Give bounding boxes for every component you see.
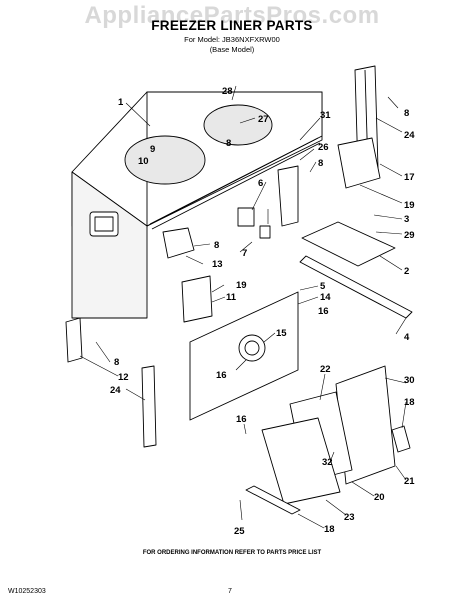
slide-rail-18-right [391, 425, 411, 453]
freezer-liner-box [71, 91, 323, 323]
callout-13: 13 [212, 259, 223, 270]
vertical-rail-left [141, 365, 157, 448]
callout-10: 10 [138, 156, 149, 167]
callout-18-a: 18 [404, 397, 415, 408]
callout-3: 3 [404, 214, 409, 225]
bracket-26 [277, 165, 299, 227]
callout-29: 29 [404, 230, 415, 241]
drawer-cover-2 [301, 221, 396, 267]
ordering-note: FOR ORDERING INFORMATION REFER TO PARTS … [142, 550, 322, 556]
callout-8-a: 8 [226, 138, 231, 149]
callout-28: 28 [222, 86, 233, 97]
model-line: For Model: JB36NXFXRW00 [184, 35, 280, 44]
callout-21: 21 [404, 476, 415, 487]
callout-24-b: 24 [110, 385, 121, 396]
callout-24-a: 24 [404, 130, 415, 141]
document-number: W10252303 [8, 588, 46, 595]
callout-12: 12 [118, 372, 129, 383]
callout-25: 25 [234, 526, 245, 537]
base-model-label: (Base Model) [209, 45, 255, 54]
callout-22: 22 [320, 364, 331, 375]
callout-9: 9 [150, 144, 155, 155]
callout-6: 6 [258, 178, 263, 189]
callout-19-b: 19 [236, 280, 247, 291]
callout-11: 11 [226, 292, 237, 303]
callout-16-c: 16 [236, 414, 247, 425]
callout-19-a: 19 [404, 200, 415, 211]
callout-5: 5 [320, 281, 326, 292]
callout-16-a: 16 [318, 306, 329, 317]
callout-32: 32 [322, 457, 333, 468]
callout-20: 20 [374, 492, 385, 503]
callout-2: 2 [404, 266, 409, 277]
callout-30: 30 [404, 375, 415, 386]
callout-23: 23 [344, 512, 355, 523]
bracket-12 [65, 317, 83, 363]
slide-rail-4 [299, 255, 413, 319]
callout-1: 1 [118, 97, 124, 108]
callout-31: 31 [320, 110, 331, 121]
callout-8-c: 8 [404, 108, 409, 119]
callout-18-b: 18 [324, 524, 335, 535]
bracket-17 [337, 137, 381, 189]
callout-15: 15 [276, 328, 287, 339]
page-number: 7 [228, 588, 232, 595]
callout-27: 27 [258, 114, 269, 125]
callout-8-d: 8 [214, 240, 219, 251]
callout-16-b: 16 [216, 370, 227, 381]
drawer-panel-23 [261, 417, 341, 505]
callout-labels: 1 2 3 4 5 6 7 8 8 8 8 8 9 10 11 12 13 14… [110, 86, 415, 537]
callout-8-e: 8 [114, 357, 119, 368]
callout-17: 17 [404, 172, 415, 183]
callout-26: 26 [318, 142, 329, 153]
callout-8-b: 8 [318, 158, 323, 169]
slide-rail-18-lower [245, 485, 301, 515]
page-title: FREEZER LINER PARTS [151, 18, 313, 33]
callout-14: 14 [320, 292, 331, 303]
watermark: AppliancePartsPros.com [84, 2, 380, 29]
callout-4: 4 [404, 332, 410, 343]
callout-7: 7 [242, 248, 247, 259]
